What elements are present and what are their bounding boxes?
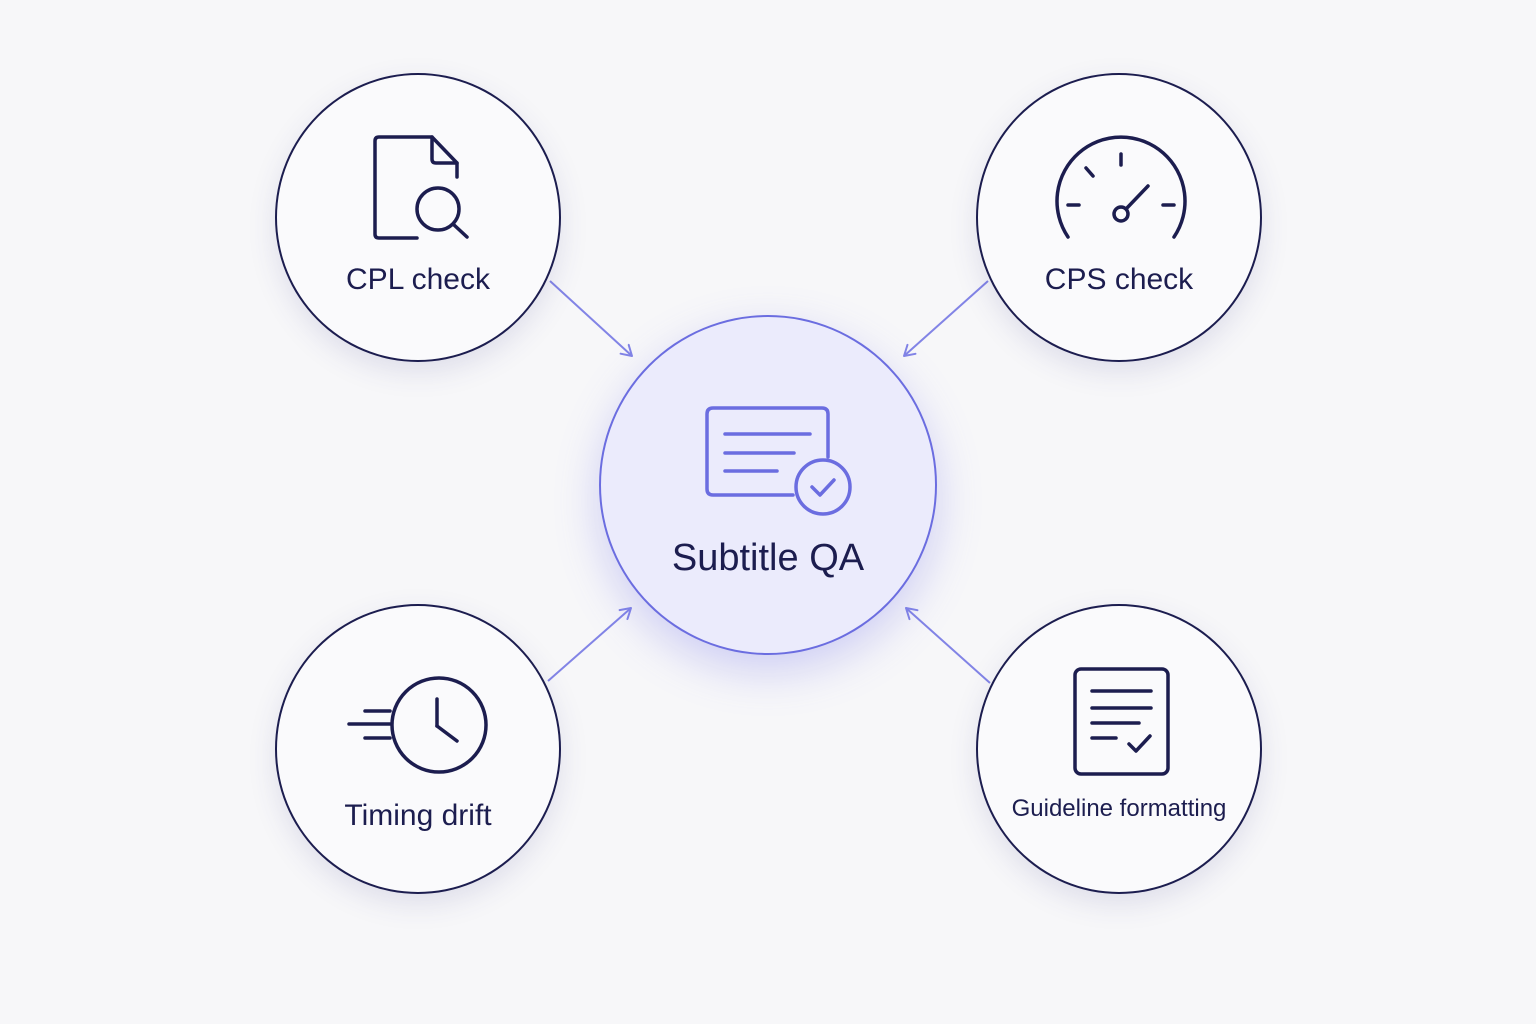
node-guideline-formatting: Guideline formatting xyxy=(976,604,1262,894)
fast-clock-icon xyxy=(347,676,488,774)
node-cps-check: CPS check xyxy=(976,73,1262,362)
speedometer-icon xyxy=(1055,135,1187,239)
node-subtitle-qa: Subtitle QA xyxy=(599,315,937,655)
node-label: Guideline formatting xyxy=(1011,795,1227,822)
document-search-icon xyxy=(373,135,469,240)
center-label: Subtitle QA xyxy=(671,537,865,579)
node-label: CPL check xyxy=(346,263,490,296)
node-label: Timing drift xyxy=(344,799,492,832)
checklist-document-icon xyxy=(1073,667,1170,776)
arrow-timing-to-center xyxy=(547,607,632,682)
arrow-guideline-to-center xyxy=(905,607,991,684)
node-cpl-check: CPL check xyxy=(275,73,561,362)
node-label: CPS check xyxy=(1044,263,1194,296)
node-timing-drift: Timing drift xyxy=(275,604,561,894)
subtitle-check-icon xyxy=(705,406,852,516)
arrow-cpl-to-center xyxy=(549,280,633,357)
arrow-cps-to-center xyxy=(903,280,989,357)
